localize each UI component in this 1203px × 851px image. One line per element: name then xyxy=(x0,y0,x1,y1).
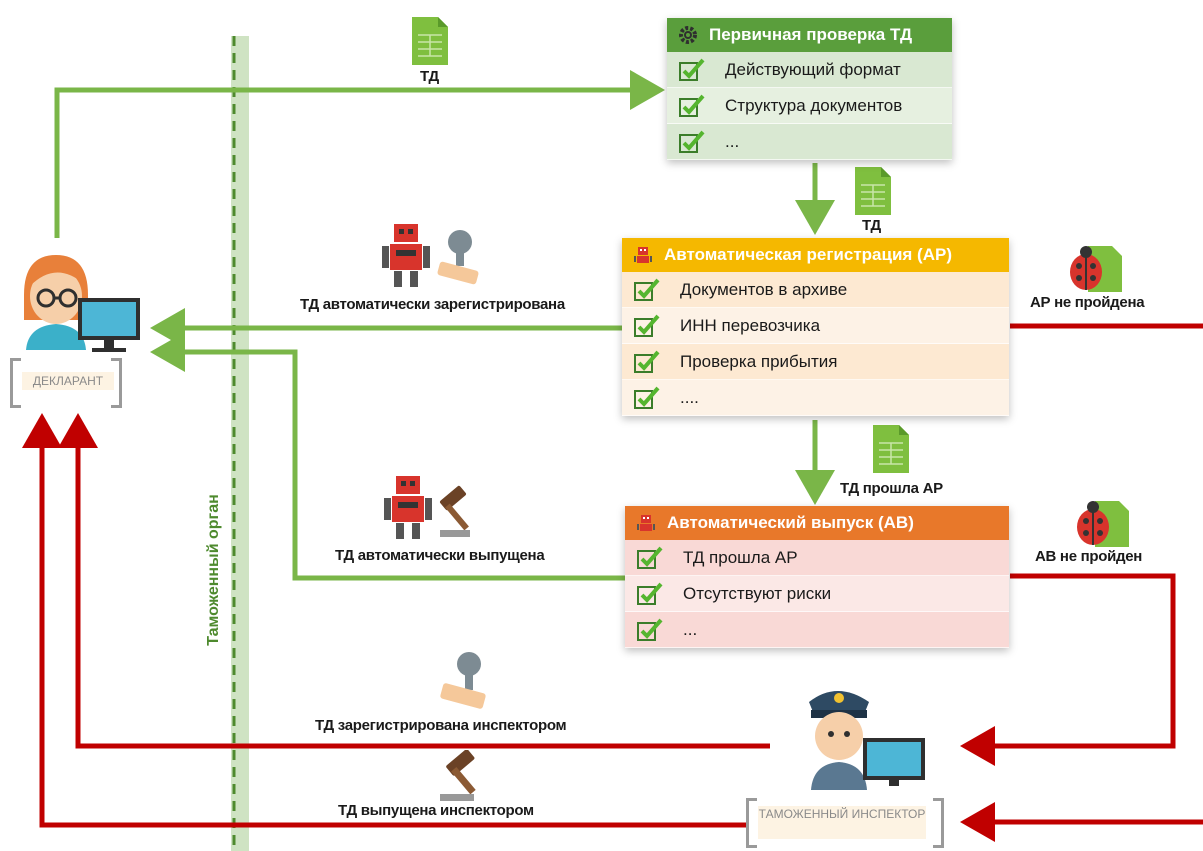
robot-gavel-icon xyxy=(384,476,470,539)
checkbox-icon xyxy=(679,94,705,117)
checkbox-icon xyxy=(634,278,660,301)
label-auto-registered: ТД автоматически зарегистрирована xyxy=(300,296,565,313)
label-av-failed: АВ не пройден xyxy=(1035,548,1143,565)
auto-release-title: Автоматический выпуск (АВ) xyxy=(667,513,914,532)
robot-icon xyxy=(637,515,655,531)
list-item: ИНН перевозчика xyxy=(622,308,1009,344)
customs-body-label: Таможенный орган xyxy=(205,494,222,646)
auto-registration-title: Автоматическая регистрация (АР) xyxy=(664,245,952,264)
bracket-right xyxy=(111,358,122,408)
auto-release-box: Автоматический выпуск (АВ) ТД прошла АР … xyxy=(625,506,1009,648)
declarant-avatar xyxy=(24,255,140,352)
label-td-mid: ТД xyxy=(862,217,881,234)
bracket-left xyxy=(10,358,21,408)
robot-stamp-icon xyxy=(382,224,479,287)
list-item: .... xyxy=(622,380,1009,416)
document-icon xyxy=(873,425,909,473)
document-icon xyxy=(855,167,891,215)
checkbox-icon xyxy=(637,582,663,605)
gear-icon xyxy=(679,26,697,44)
document-icon xyxy=(412,17,448,65)
list-item: Документов в архиве xyxy=(622,272,1009,308)
label-ar-failed: АР не пройдена xyxy=(1030,294,1145,311)
checkbox-icon xyxy=(634,386,660,409)
arrow-inspector-released xyxy=(21,413,748,828)
robot-icon xyxy=(634,247,652,263)
checkbox-icon xyxy=(634,314,660,337)
checkbox-icon xyxy=(679,130,705,153)
bracket-right xyxy=(933,798,944,848)
stamp-icon xyxy=(440,652,486,709)
arrow-declarant-to-primary xyxy=(54,70,665,238)
checkbox-icon xyxy=(634,350,660,373)
inspector-role-label: ТАМОЖЕННЫЙ ИНСПЕКТОР xyxy=(758,806,926,839)
arrow-inspector-registered xyxy=(58,413,770,749)
primary-check-title: Первичная проверка ТД xyxy=(709,25,913,44)
checkbox-icon xyxy=(679,58,705,81)
bug-document-icon xyxy=(1077,501,1129,547)
label-td-passed-ar: ТД прошла АР xyxy=(840,480,943,497)
list-item: Отсутствуют риски xyxy=(625,576,1009,612)
label-auto-released: ТД автоматически выпущена xyxy=(335,547,545,564)
inspector-avatar xyxy=(809,691,925,790)
declarant-role-label: ДЕКЛАРАНТ xyxy=(22,372,114,390)
list-item: ... xyxy=(667,124,952,160)
arrow-av-failed-to-inspector xyxy=(960,573,1176,766)
checkbox-icon xyxy=(637,618,663,641)
auto-release-header: Автоматический выпуск (АВ) xyxy=(625,506,1009,540)
primary-check-box: Первичная проверка ТД Действующий формат… xyxy=(667,18,952,160)
checkbox-icon xyxy=(637,546,663,569)
bug-document-icon xyxy=(1070,246,1122,292)
list-item: ... xyxy=(625,612,1009,648)
label-td-top: ТД xyxy=(420,68,439,85)
auto-registration-box: Автоматическая регистрация (АР) Документ… xyxy=(622,238,1009,416)
auto-registration-header: Автоматическая регистрация (АР) xyxy=(622,238,1009,272)
list-item: Проверка прибытия xyxy=(622,344,1009,380)
customs-boundary xyxy=(231,36,249,851)
bracket-left xyxy=(746,798,757,848)
list-item: Структура документов xyxy=(667,88,952,124)
arrow-av-to-declarant xyxy=(150,332,625,581)
primary-check-header: Первичная проверка ТД xyxy=(667,18,952,52)
label-released-by-inspector: ТД выпущена инспектором xyxy=(338,802,534,819)
label-registered-by-inspector: ТД зарегистрирована инспектором xyxy=(315,717,567,734)
list-item: Действующий формат xyxy=(667,52,952,88)
list-item: ТД прошла АР xyxy=(625,540,1009,576)
gavel-icon xyxy=(440,750,476,801)
